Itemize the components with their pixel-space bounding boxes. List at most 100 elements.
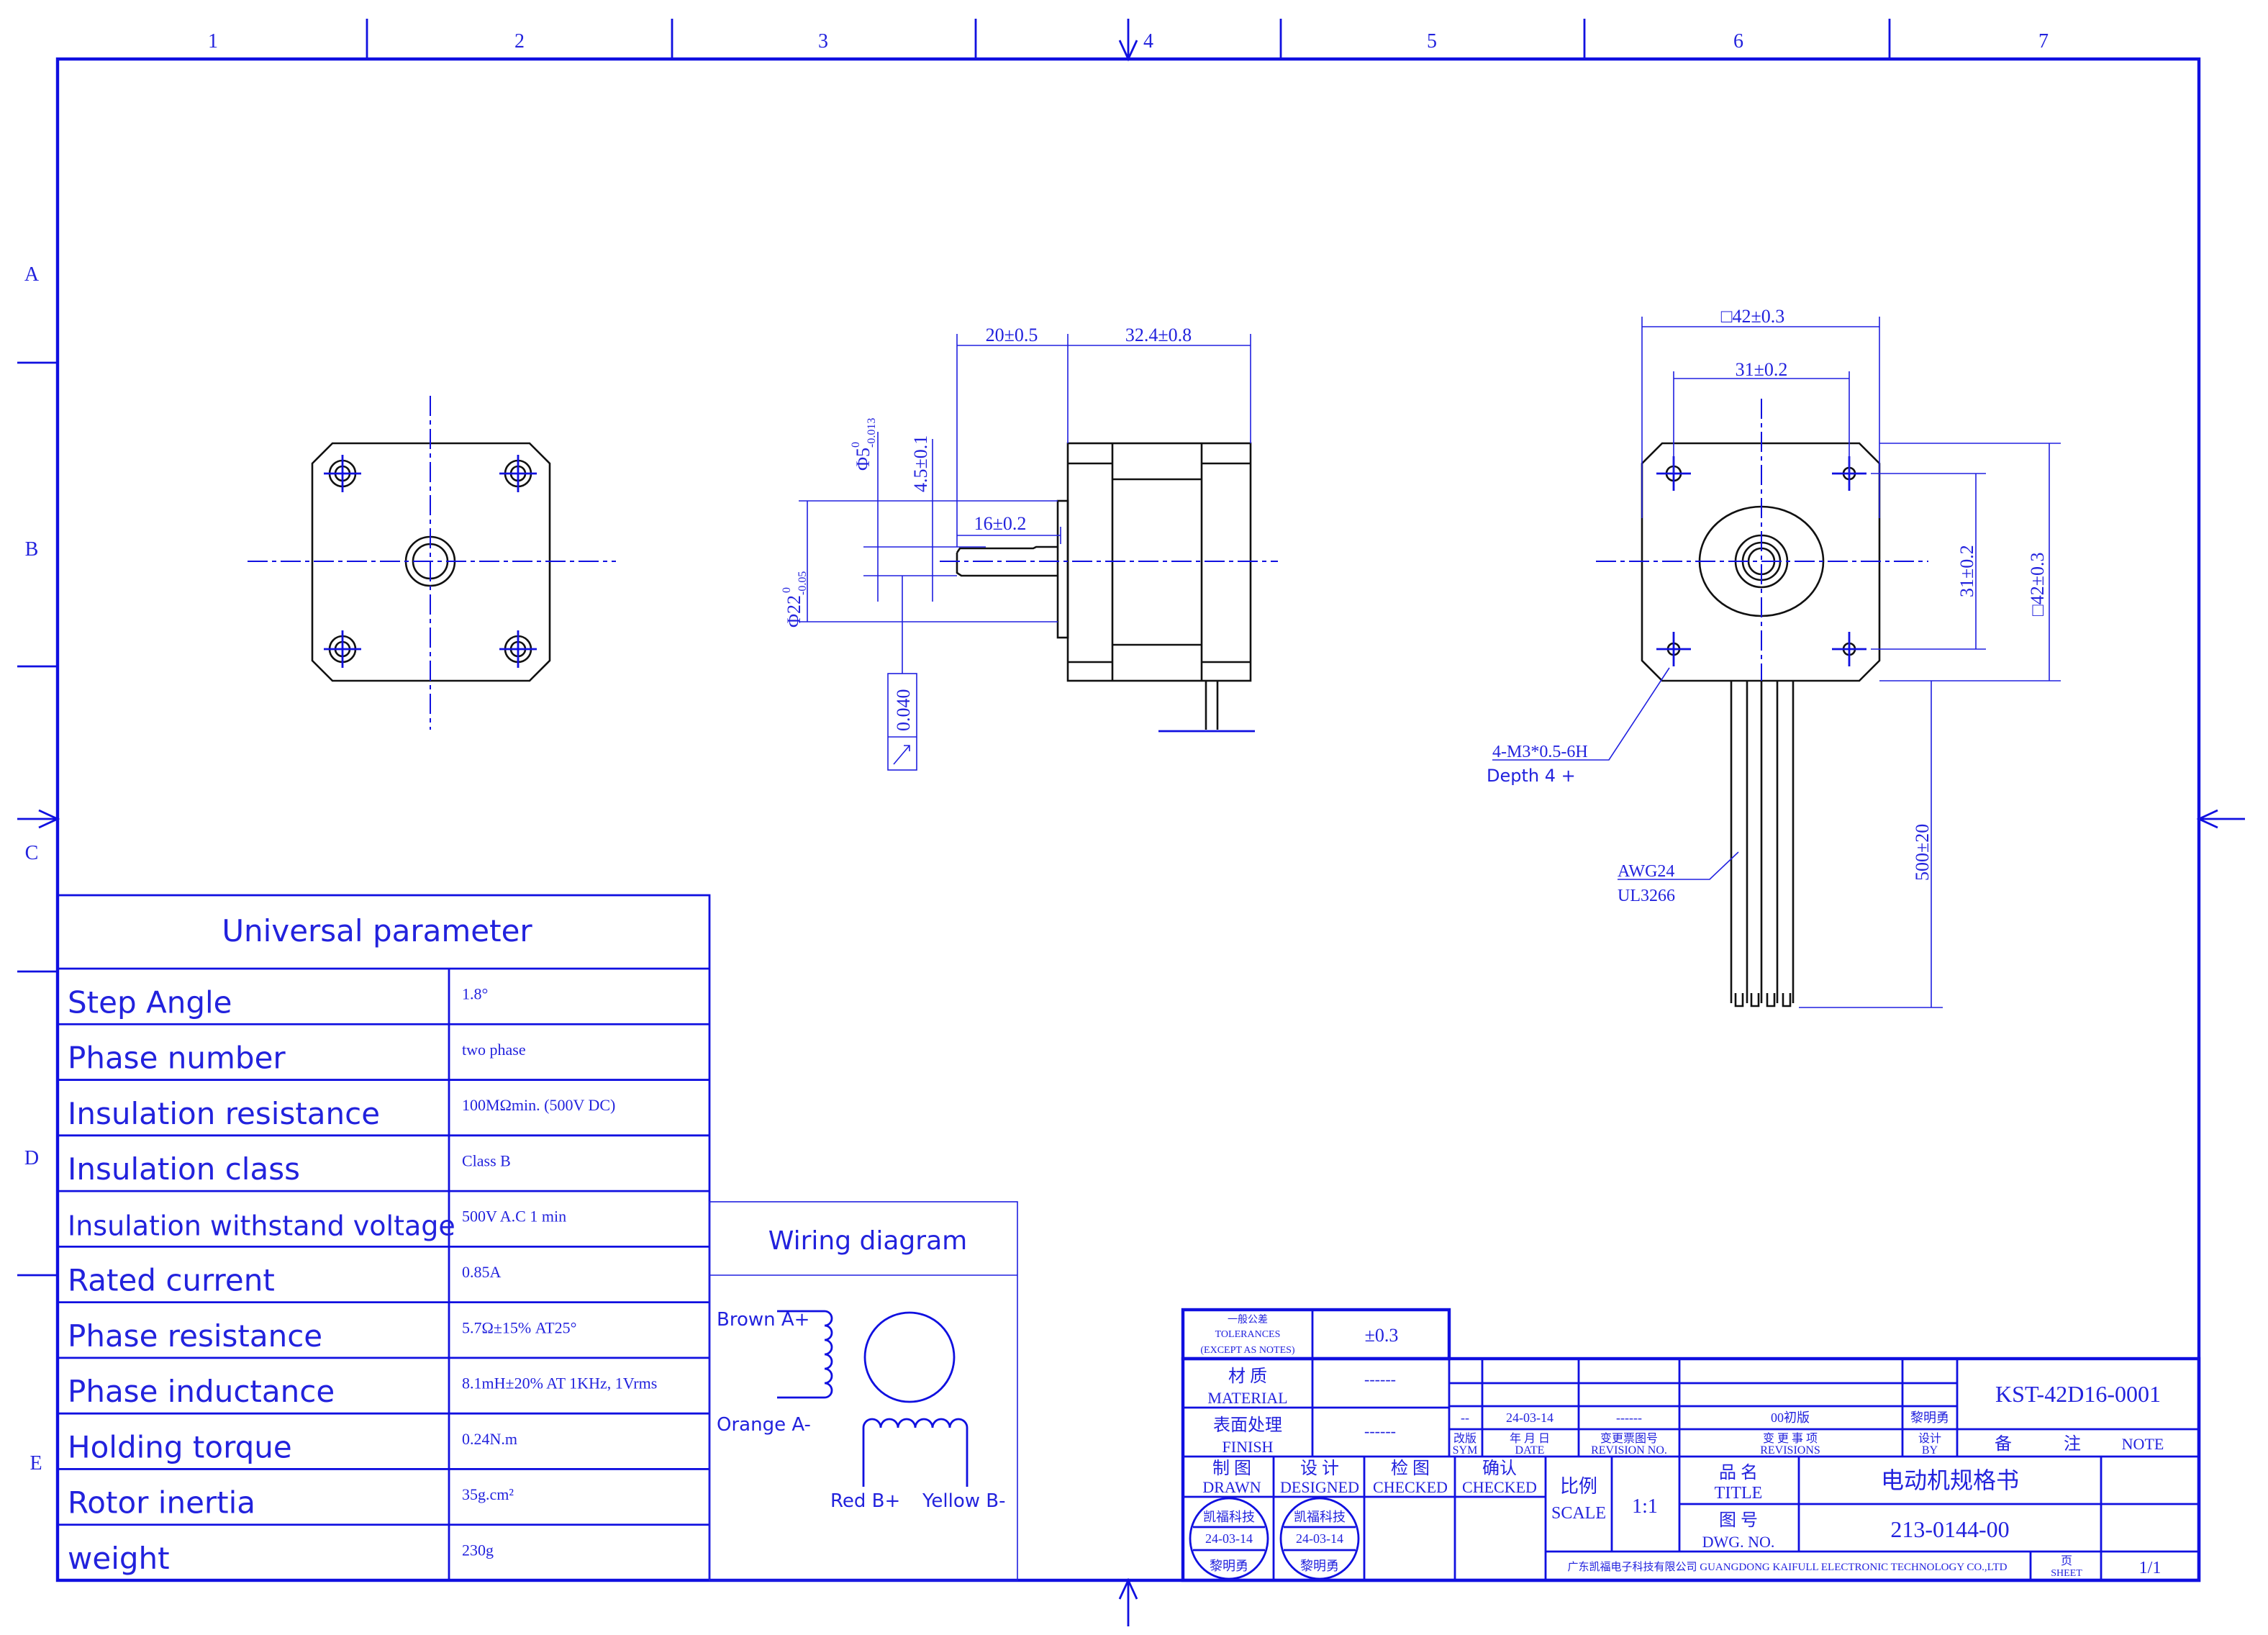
wire-brown-a-plus: Brown A+ bbox=[717, 1309, 809, 1331]
title-label-cn: 品 名 bbox=[1719, 1463, 1758, 1482]
param-value: 100MΩmin. (500V DC) bbox=[462, 1096, 615, 1114]
tolerance-note: (EXCEPT AS NOTES) bbox=[1200, 1345, 1295, 1356]
param-label: Insulation withstand voltage bbox=[68, 1210, 455, 1241]
zone-row-d: D bbox=[24, 1147, 39, 1169]
rotor-symbol bbox=[863, 1311, 956, 1403]
header-date-cn: 年 月 日 bbox=[1510, 1432, 1550, 1445]
zone-col-2: 2 bbox=[514, 30, 525, 53]
note-label: NOTE bbox=[2122, 1435, 2164, 1453]
company-name: 广东凯福电子科技有限公司 GUANGDONG KAIFULL ELECTRONI… bbox=[1568, 1561, 2008, 1573]
header-revisions: REVISIONS bbox=[1760, 1444, 1820, 1457]
param-label: weight bbox=[68, 1541, 170, 1576]
checked-label-cn: 检 图 bbox=[1391, 1459, 1430, 1478]
param-label: Insulation resistance bbox=[68, 1096, 380, 1131]
drawn-label-cn: 制 图 bbox=[1212, 1459, 1251, 1478]
tolerance-value: ±0.3 bbox=[1365, 1325, 1399, 1346]
dim-flat-depth: 4.5±0.1 bbox=[910, 435, 931, 492]
wire-gauge: AWG24 bbox=[1618, 862, 1674, 881]
dim-boss-dia-tol: 0 bbox=[781, 587, 793, 593]
zone-row-a: A bbox=[24, 263, 40, 286]
scale-label: SCALE bbox=[1551, 1504, 1606, 1523]
material-label: MATERIAL bbox=[1207, 1389, 1287, 1407]
param-label: Phase inductance bbox=[68, 1374, 335, 1409]
revision-by: 黎明勇 bbox=[1910, 1410, 1949, 1425]
designed-label-cn: 设 计 bbox=[1300, 1459, 1339, 1478]
header-sym: SYM bbox=[1453, 1444, 1478, 1457]
param-value: 230g bbox=[462, 1541, 494, 1559]
thread-depth: Depth 4 + bbox=[1487, 766, 1576, 786]
finish-label: FINISH bbox=[1223, 1438, 1274, 1456]
finish-label-cn: 表面处理 bbox=[1213, 1416, 1282, 1435]
sheet-label: SHEET bbox=[2051, 1568, 2082, 1579]
wire-orange-a-minus: Orange A- bbox=[717, 1414, 811, 1436]
param-label: Insulation class bbox=[68, 1151, 300, 1187]
param-label: Phase resistance bbox=[68, 1318, 322, 1354]
front-view bbox=[248, 396, 616, 730]
drawn-label: DRAWN bbox=[1202, 1478, 1261, 1496]
wire-type: UL3266 bbox=[1618, 887, 1675, 905]
note-label-cn-2: 注 bbox=[2064, 1434, 2081, 1454]
dim-flat-length: 16±0.2 bbox=[974, 513, 1027, 534]
header-date: DATE bbox=[1515, 1444, 1545, 1457]
confirm-label-cn: 确认 bbox=[1482, 1459, 1517, 1478]
dim-lead-length: 500±20 bbox=[1912, 824, 1933, 881]
designed-stamp: 凯福科技 24-03-14 黎明勇 bbox=[1279, 1497, 1360, 1580]
stamp-company: 凯福科技 bbox=[1203, 1510, 1255, 1524]
param-value: 35g.cm² bbox=[462, 1485, 514, 1503]
zone-row-e: E bbox=[30, 1452, 42, 1475]
stamp-name: 黎明勇 bbox=[1210, 1559, 1248, 1573]
material-label-cn: 材 质 bbox=[1228, 1367, 1267, 1386]
dwg-label: DWG. NO. bbox=[1702, 1533, 1775, 1551]
parameter-table-title: Universal parameter bbox=[222, 913, 532, 948]
param-label: Step Angle bbox=[68, 984, 232, 1020]
drawing-frame bbox=[17, 19, 2245, 1626]
coil-a bbox=[777, 1310, 833, 1399]
zone-row-c: C bbox=[25, 842, 39, 864]
title-block: 一般公差 TOLERANCES (EXCEPT AS NOTES) ±0.3 材… bbox=[1181, 1308, 2201, 1582]
stamp-date: 24-03-14 bbox=[1205, 1531, 1253, 1546]
param-value: 500V A.C 1 min bbox=[462, 1208, 566, 1226]
zone-col-7: 7 bbox=[2038, 30, 2049, 53]
rear-view: □42±0.3 31±0.2 31±0.2 □42±0.3 500±20 4-M… bbox=[1487, 306, 2061, 1008]
part-number: KST-42D16-0001 bbox=[1995, 1381, 2161, 1407]
param-value: 8.1mH±20% AT 1KHz, 1Vrms bbox=[462, 1374, 657, 1392]
scale-label-cn: 比例 bbox=[1560, 1476, 1597, 1497]
mounting-holes bbox=[324, 455, 537, 668]
stamp-date: 24-03-14 bbox=[1296, 1531, 1343, 1546]
confirm-label: CHECKED bbox=[1462, 1478, 1537, 1496]
header-sym-cn: 改版 bbox=[1453, 1432, 1477, 1445]
scale-value: 1:1 bbox=[1632, 1495, 1658, 1518]
wire-yellow-b-minus: Yellow B- bbox=[922, 1490, 1006, 1512]
wiring-diagram: Wiring diagram Brown A+ Orange A- Red B+… bbox=[709, 1201, 1018, 1581]
dim-hole-spacing: 31±0.2 bbox=[1736, 359, 1788, 380]
runout-tolerance: 0.040 bbox=[893, 689, 914, 732]
dim-shaft-dia: Φ5-0.013 bbox=[853, 418, 878, 471]
header-revision-no: REVISION NO. bbox=[1591, 1444, 1667, 1457]
thread-spec: 4-M3*0.5-6H bbox=[1492, 743, 1588, 761]
zone-col-3: 3 bbox=[818, 30, 828, 53]
param-value: 5.7Ω±15% AT25° bbox=[462, 1318, 576, 1336]
material-value: ------ bbox=[1364, 1370, 1396, 1388]
checked-label: CHECKED bbox=[1373, 1478, 1448, 1496]
tolerance-label-cn: 一般公差 bbox=[1228, 1314, 1268, 1326]
zone-col-6: 6 bbox=[1733, 30, 1743, 53]
coil-b bbox=[862, 1418, 969, 1487]
header-revision-no-cn: 变更票图号 bbox=[1600, 1432, 1658, 1445]
param-value: 0.24N.m bbox=[462, 1430, 517, 1448]
drawing-number: 213-0144-00 bbox=[1890, 1516, 2009, 1542]
zone-labels: 1 2 3 4 5 6 7 A B C D E bbox=[24, 30, 2049, 1475]
header-by: BY bbox=[1922, 1444, 1938, 1457]
dim-flange-height: □42±0.3 bbox=[2027, 553, 2048, 616]
param-label: Rated current bbox=[68, 1263, 275, 1298]
zone-col-1: 1 bbox=[208, 30, 218, 53]
side-view: 20±0.5 32.4±0.8 16±0.2 Φ22-0.05 0 Φ5-0.0… bbox=[781, 325, 1278, 771]
title-label: TITLE bbox=[1715, 1484, 1763, 1503]
revision-number: ------ bbox=[1616, 1410, 1642, 1425]
param-value: two phase bbox=[462, 1041, 526, 1059]
dim-shaft-length: 20±0.5 bbox=[986, 325, 1038, 345]
header-revisions-cn: 变 更 事 项 bbox=[1763, 1432, 1818, 1445]
param-value: 1.8° bbox=[462, 985, 488, 1003]
header-by-cn: 设计 bbox=[1918, 1432, 1941, 1445]
zone-row-b: B bbox=[25, 538, 39, 561]
